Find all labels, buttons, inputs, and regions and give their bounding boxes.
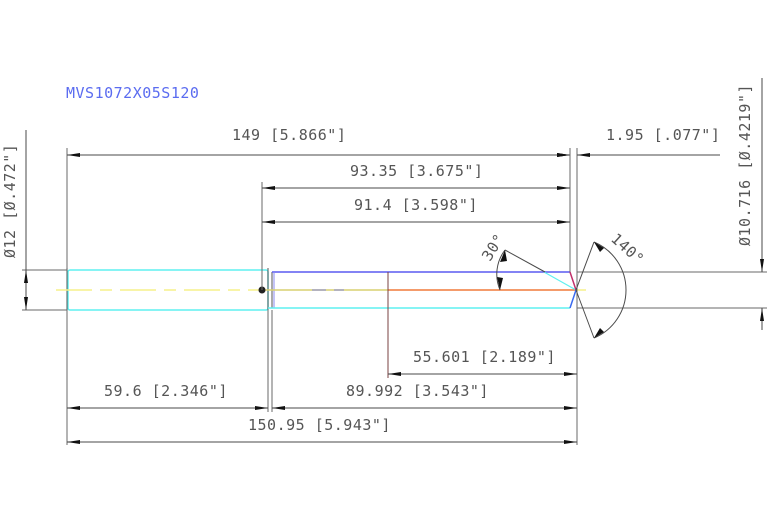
dim-flute-length-91: 91.4 [3.598"] bbox=[354, 196, 478, 214]
tool-body bbox=[56, 188, 586, 378]
dim-length-55: 55.601 [2.189"] bbox=[413, 348, 556, 366]
tip-upper-edge bbox=[569, 271, 577, 291]
dim-shank-diameter: Ø12 [Ø.472"] bbox=[1, 144, 19, 258]
dim-cutting-diameter: Ø10.716 [Ø.4219"] bbox=[736, 84, 754, 246]
dim-overall-length: 149 [5.866"] bbox=[232, 126, 346, 144]
dim-angle-140: 140° bbox=[607, 230, 647, 269]
dim-overall-length-bottom: 150.95 [5.943"] bbox=[248, 416, 391, 434]
dim-tip-offset: 1.95 [.077"] bbox=[606, 126, 720, 144]
tip-lower-edge bbox=[569, 289, 577, 309]
dim-body-length: 89.992 [3.543"] bbox=[346, 382, 489, 400]
dimensions: 149 [5.866"] 1.95 [.077"] 93.35 [3.675"]… bbox=[1, 78, 767, 445]
dim-shank-length: 59.6 [2.346"] bbox=[104, 382, 228, 400]
part-number-title: MVS1072X05S120 bbox=[66, 84, 199, 102]
dim-flute-length-93: 93.35 [3.675"] bbox=[350, 162, 483, 180]
